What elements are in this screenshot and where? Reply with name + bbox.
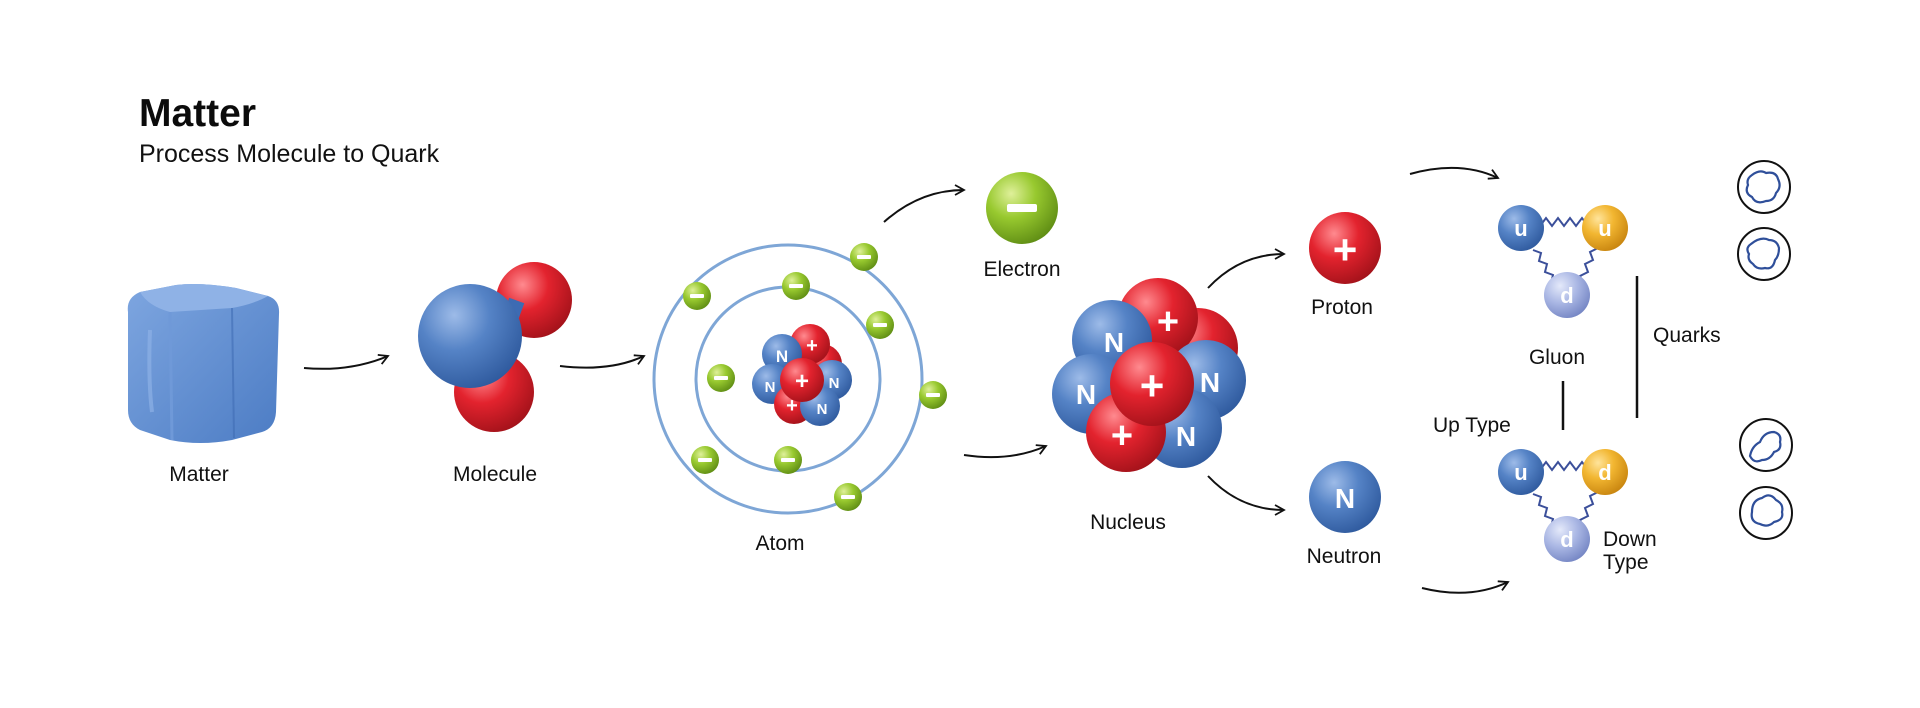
atom-icon: + N N N N + + bbox=[652, 243, 947, 515]
label-down-type-line2: Type bbox=[1603, 551, 1649, 574]
arrow-proton-to-up-quarks bbox=[1409, 166, 1500, 180]
label-quarks: Quarks bbox=[1653, 324, 1721, 347]
electron-icon bbox=[986, 172, 1058, 244]
atom-proton-symbol: + bbox=[806, 335, 818, 357]
orbit-electron-minus-sign bbox=[857, 255, 871, 259]
arrow-atom-to-electron bbox=[883, 184, 966, 223]
quark-down-symbol: d bbox=[1598, 460, 1611, 485]
nucleus-proton-symbol: + bbox=[1157, 301, 1179, 343]
orbit-electron-minus-sign bbox=[873, 323, 887, 327]
arrow-neutron-to-down-quarks bbox=[1421, 580, 1510, 594]
quark-up-symbol: u bbox=[1598, 216, 1611, 241]
atom-neutron-symbol: N bbox=[765, 379, 776, 396]
ice-cube-icon bbox=[127, 284, 280, 443]
atom-proton-symbol: + bbox=[786, 395, 798, 417]
label-down-type: Down Type bbox=[1603, 528, 1657, 574]
label-atom: Atom bbox=[755, 532, 805, 555]
orbit-electron-minus-sign bbox=[789, 284, 803, 288]
string-loop-icon bbox=[1737, 227, 1791, 281]
nucleus-proton-symbol: + bbox=[1140, 362, 1165, 409]
atom-proton-symbol: + bbox=[795, 368, 809, 395]
atom-nucleus bbox=[752, 324, 852, 426]
string-loop-icon bbox=[1737, 160, 1791, 214]
quark-down-symbol: d bbox=[1560, 283, 1573, 308]
orbit-electron-minus-sign bbox=[781, 458, 795, 462]
nucleus-icon bbox=[1052, 278, 1246, 472]
string-loop-icon bbox=[1739, 418, 1793, 472]
label-nucleus: Nucleus bbox=[1090, 511, 1166, 534]
atom-nucleus-labels: + N N N N + + bbox=[765, 335, 840, 418]
string-loop-icon bbox=[1739, 486, 1793, 540]
page-title: Matter bbox=[139, 92, 257, 135]
atom-neutron-symbol: N bbox=[829, 375, 840, 392]
quark-up-symbol: u bbox=[1514, 460, 1527, 485]
label-gluon: Gluon bbox=[1528, 346, 1586, 369]
arrow-nucleus-to-neutron bbox=[1207, 475, 1286, 516]
arrow-molecule-to-atom bbox=[559, 354, 646, 369]
proton-icon: + bbox=[1309, 212, 1381, 284]
label-matter: Matter bbox=[169, 463, 229, 486]
quark-down-symbol: d bbox=[1560, 527, 1573, 552]
orbit-electron-minus-sign bbox=[926, 393, 940, 397]
label-down-type-line1: Down bbox=[1603, 528, 1657, 551]
label-proton: Proton bbox=[1311, 296, 1373, 319]
proton-symbol: + bbox=[1333, 226, 1358, 273]
atom-neutron-symbol: N bbox=[776, 347, 788, 366]
label-neutron: Neutron bbox=[1306, 545, 1382, 568]
quark-up-symbol: u bbox=[1514, 216, 1527, 241]
flow-arrows bbox=[303, 166, 1510, 594]
nucleus-neutron-symbol: N bbox=[1176, 421, 1196, 452]
atom-neutron-symbol: N bbox=[817, 401, 828, 418]
nucleus-labels: + N N N N + + bbox=[1076, 301, 1220, 457]
label-electron: Electron bbox=[983, 258, 1061, 281]
page-subtitle: Process Molecule to Quark bbox=[139, 140, 440, 168]
down-type-quark-group: u d d bbox=[1498, 449, 1628, 562]
electron-dots bbox=[683, 243, 947, 511]
string-icons bbox=[1737, 160, 1793, 540]
nucleus-proton-symbol: + bbox=[1111, 415, 1133, 457]
arrow-matter-to-molecule bbox=[303, 353, 390, 370]
arrow-nucleus-to-proton bbox=[1207, 248, 1286, 289]
up-type-quark-group: u u d bbox=[1498, 205, 1628, 318]
label-molecule: Molecule bbox=[452, 463, 538, 486]
nucleus-neutron-symbol: N bbox=[1104, 327, 1124, 358]
orbit-electron-minus-sign bbox=[841, 495, 855, 499]
orbit-electron-minus-sign bbox=[714, 376, 728, 380]
neutron-icon: N bbox=[1309, 461, 1381, 533]
arrow-atom-to-nucleus bbox=[963, 444, 1048, 459]
nucleus-neutron-symbol: N bbox=[1076, 379, 1096, 410]
label-up-type: Up Type bbox=[1433, 414, 1511, 437]
orbit-electron-minus-sign bbox=[690, 294, 704, 298]
molecule-icon bbox=[418, 262, 572, 432]
nucleus-neutron-symbol: N bbox=[1200, 367, 1220, 398]
neutron-symbol: N bbox=[1335, 483, 1355, 514]
orbit-electron-minus-sign bbox=[698, 458, 712, 462]
